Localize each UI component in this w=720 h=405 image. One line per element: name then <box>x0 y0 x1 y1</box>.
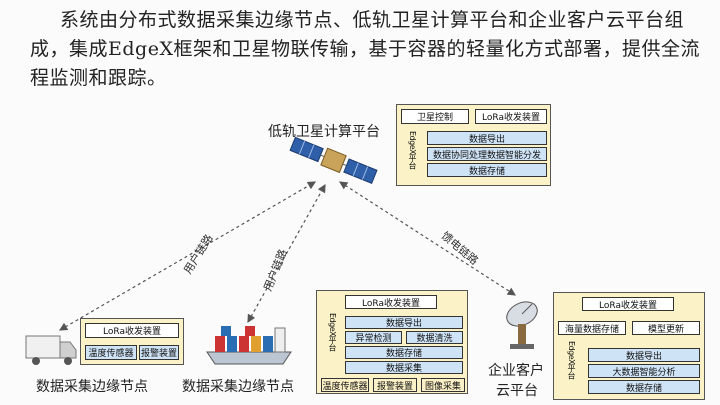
ent-row-1: 大数据智能分析 <box>588 364 700 378</box>
intro-text: 系统由分布式数据采集边缘节点、低轨卫星计算平台和企业客户云平台组成，集成Edge… <box>30 6 710 93</box>
sat-cell-control: 卫星控制 <box>401 109 469 124</box>
satellite-icon <box>289 136 378 184</box>
sat-row-2: 数据存储 <box>427 163 547 177</box>
edge-b-side-label: EdgeX平台 <box>328 313 337 352</box>
satellite-dish-icon <box>506 301 538 349</box>
edge-a-lora: LoRa收发装置 <box>85 323 179 338</box>
intro-part2: 框架和卫星物联传输，基于容器的轻量化方式部署，提供全流程监测和跟踪。 <box>30 38 700 89</box>
ent-lora: LoRa收发装置 <box>582 297 674 311</box>
edge-b-row2-1: 数据采集 <box>345 361 463 374</box>
ent-row-2: 数据存储 <box>588 380 700 394</box>
left-link-line <box>58 181 317 331</box>
intro-part1: 系统由分布式数据采集边缘节点、低轨卫星计算平台和企业客户云平台组成，集成 <box>30 9 685 60</box>
edge-b-bottom-1: 报警装置 <box>373 378 417 392</box>
edge-a-label: 数据采集边缘节点 <box>36 379 148 395</box>
right-link-line <box>338 181 517 296</box>
edge-b-bottom-2: 图像采集 <box>421 378 465 392</box>
edge-b-bottom-0: 温度传感器 <box>321 378 369 392</box>
edge-a-panel: LoRa收发装置 温度传感器 报警装置 <box>80 318 184 365</box>
edge-a-temp: 温度传感器 <box>85 345 137 360</box>
sat-row-0: 数据导出 <box>427 131 547 145</box>
edge-b-row-0: 数据导出 <box>345 316 463 329</box>
enterprise-label-2: 云平台 <box>496 383 538 399</box>
satellite-panel: 卫星控制 LoRa收发装置 EdgeX平台 数据导出 数据协同处理数据智能分发 … <box>396 104 551 186</box>
sat-cell-lora: LoRa收发装置 <box>475 109 547 124</box>
satellite-label: 低轨卫星计算平台 <box>268 124 380 140</box>
edge-b-lora: LoRa收发装置 <box>345 295 437 309</box>
sat-side-label: EdgeX平台 <box>408 131 417 170</box>
edge-b-clean: 数据清洗 <box>406 331 463 344</box>
truck-icon <box>25 335 77 365</box>
ent-side-label: EdgeX平台 <box>567 341 576 380</box>
edge-b-row2-0: 数据存储 <box>345 346 463 359</box>
intro-highlight: EdgeX <box>108 38 174 60</box>
enterprise-label-1: 企业客户 <box>488 363 544 379</box>
ent-storage: 海量数据存储 <box>558 321 626 335</box>
enterprise-panel: LoRa收发装置 海量数据存储 模型更新 EdgeX平台 数据导出 大数据智能分… <box>553 292 705 400</box>
ent-model: 模型更新 <box>632 321 700 335</box>
edge-a-alarm: 报警装置 <box>139 345 179 360</box>
ship-icon <box>206 326 292 365</box>
edge-b-anomaly: 异常检测 <box>345 331 402 344</box>
edge-b-panel: LoRa收发装置 EdgeX平台 数据导出 异常检测 数据清洗 数据存储 数据采… <box>316 290 468 394</box>
sat-row-1: 数据协同处理数据智能分发 <box>427 147 547 161</box>
ent-row-0: 数据导出 <box>588 348 700 362</box>
mid-link-line <box>247 183 326 324</box>
edge-b-label: 数据采集边缘节点 <box>182 379 294 395</box>
